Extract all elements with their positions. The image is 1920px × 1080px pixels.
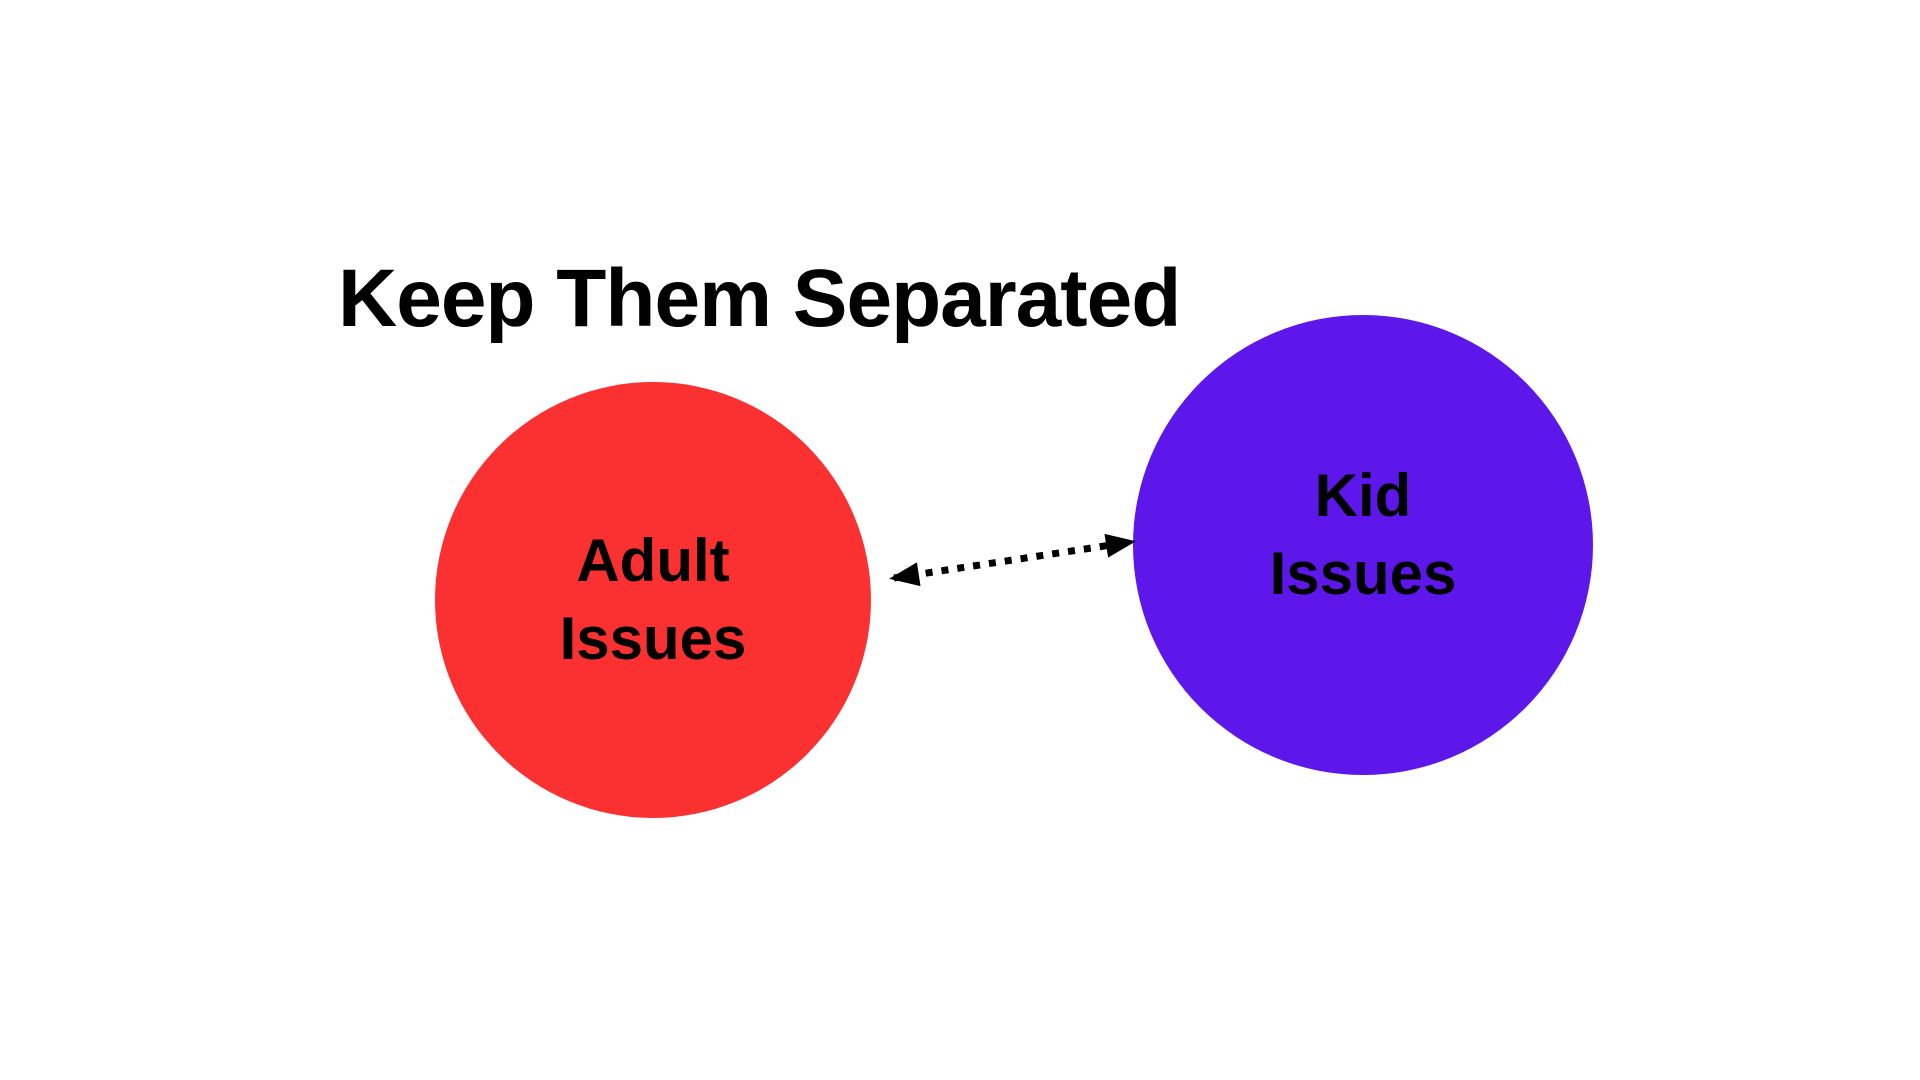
dotted-arrow-line bbox=[889, 533, 1136, 587]
kid-issues-label: Kid Issues bbox=[1269, 462, 1457, 607]
adult-issues-circle: Adult Issues bbox=[435, 382, 871, 818]
kid-issues-circle: Kid Issues bbox=[1133, 315, 1593, 775]
adult-issues-label: Adult Issues bbox=[559, 527, 747, 672]
page-title: Keep Them Separated bbox=[338, 253, 1181, 344]
